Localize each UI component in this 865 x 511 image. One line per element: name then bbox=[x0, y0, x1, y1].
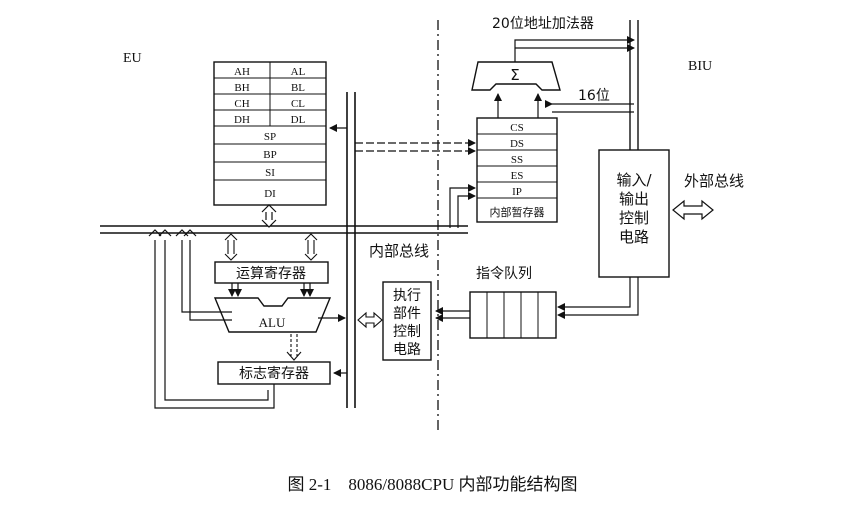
general-register-file: AH AL BH BL CH CL DH DL SP BP SI DI bbox=[213, 61, 327, 206]
exec-control-line-2: 部件 bbox=[393, 306, 421, 322]
alu-to-flags-arrows bbox=[286, 334, 302, 361]
reg-sp: SP bbox=[264, 131, 276, 143]
reg-dh: DH bbox=[234, 114, 250, 126]
reg-ss: SS bbox=[511, 154, 523, 166]
reg-es: ES bbox=[511, 170, 524, 182]
reg-bl: BL bbox=[291, 82, 305, 94]
io-control-line-1: 输入/ bbox=[616, 171, 652, 189]
reg-bh: BH bbox=[234, 82, 249, 94]
operand-registers-label: 运算寄存器 bbox=[236, 265, 306, 282]
reg-si: SI bbox=[265, 167, 275, 179]
opreg-to-alu-arrows bbox=[228, 283, 314, 297]
feedback-lines bbox=[148, 229, 275, 409]
bus-to-temp-regs bbox=[449, 184, 476, 228]
external-bus-arrow bbox=[672, 199, 714, 221]
operand-registers-box: 运算寄存器 bbox=[214, 261, 329, 284]
flag-registers-label: 标志寄存器 bbox=[239, 365, 309, 382]
internal-temp-label: 内部暂存器 bbox=[490, 205, 545, 219]
reg-ds: DS bbox=[510, 138, 524, 150]
bus-opreg-arrows bbox=[224, 233, 318, 261]
io-control-line-4: 电路 bbox=[619, 228, 649, 246]
reg-ip: IP bbox=[512, 186, 522, 198]
io-control-box: 输入/ 输出 控制 电路 bbox=[598, 149, 670, 278]
queue-to-exec-arrows bbox=[435, 307, 470, 322]
io-to-queue-arrows bbox=[557, 277, 639, 319]
alu-unit: ALU bbox=[213, 297, 332, 333]
reg-ch: CH bbox=[234, 98, 249, 110]
segment-register-file: CS DS SS ES IP 内部暂存器 bbox=[476, 117, 558, 223]
bits-16-lines bbox=[545, 100, 634, 113]
bus-to-segment-arrows bbox=[355, 139, 476, 155]
biu-label: BIU bbox=[688, 59, 712, 74]
reg-al: AL bbox=[291, 66, 306, 78]
reg-dl: DL bbox=[291, 114, 306, 126]
register-bus-lines bbox=[346, 92, 356, 408]
reg-di: DI bbox=[264, 188, 276, 200]
flag-registers-box: 标志寄存器 bbox=[217, 361, 331, 385]
external-bus-label: 外部总线 bbox=[684, 172, 744, 190]
reg-cs: CS bbox=[510, 122, 523, 134]
exec-control-line-4: 电路 bbox=[393, 342, 421, 358]
adder-output-lines bbox=[514, 36, 635, 62]
figure-caption: 图 2-1 8086/8088CPU 内部功能结构图 bbox=[287, 475, 578, 494]
exec-control-box: 执行 部件 控制 电路 bbox=[382, 281, 432, 361]
exec-to-bus-arrow bbox=[357, 311, 383, 329]
reg-ah: AH bbox=[234, 66, 250, 78]
address-adder-label: 20位地址加法器 bbox=[492, 16, 594, 32]
instruction-queue bbox=[469, 291, 557, 339]
address-adder: Σ bbox=[471, 61, 561, 91]
eu-label: EU bbox=[123, 51, 142, 66]
reg-bp: BP bbox=[263, 149, 276, 161]
bits-16-label: 16位 bbox=[578, 88, 610, 104]
internal-bus-label: 内部总线 bbox=[369, 242, 429, 260]
biu-vertical-lines bbox=[629, 20, 639, 150]
io-control-line-3: 控制 bbox=[619, 209, 649, 227]
exec-control-line-1: 执行 bbox=[393, 288, 421, 304]
instruction-queue-label: 指令队列 bbox=[476, 266, 532, 282]
exec-control-line-3: 控制 bbox=[393, 324, 421, 340]
alu-label: ALU bbox=[259, 315, 286, 330]
sigma-symbol: Σ bbox=[510, 66, 519, 84]
reg-cl: CL bbox=[291, 98, 305, 110]
regfile-bus-arrow bbox=[261, 204, 277, 228]
io-control-line-2: 输出 bbox=[619, 190, 649, 208]
segment-to-adder-arrows bbox=[494, 93, 542, 118]
